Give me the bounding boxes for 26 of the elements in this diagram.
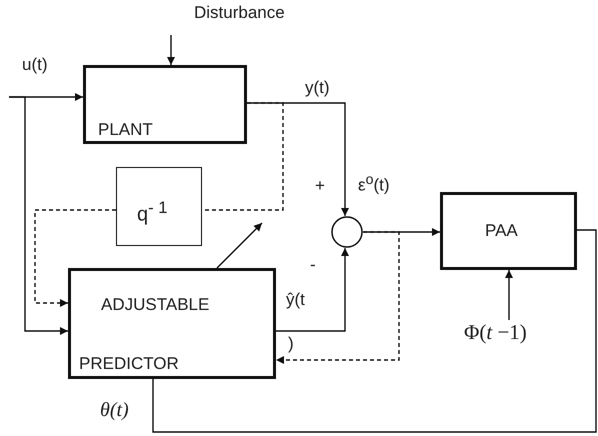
arrow: [167, 35, 175, 65]
block-label: PAA: [485, 221, 518, 241]
paa-block: [440, 192, 577, 270]
block-label: PREDICTOR: [79, 354, 179, 374]
signal-label: u(t): [22, 55, 48, 75]
arrow: [9, 96, 68, 335]
block-label: ADJUSTABLE: [101, 295, 210, 315]
signal-label: ): [288, 334, 294, 354]
signal-label: +: [315, 176, 325, 196]
arrow: [505, 270, 513, 320]
summing-junction: [331, 216, 363, 248]
signal-label: ε$^{o}$(t): [358, 172, 390, 196]
signal-label: Disturbance: [194, 3, 285, 23]
block-label: PLANT: [98, 120, 153, 140]
dashed-arrow: [34, 209, 116, 307]
signal-label: Φ(t −1): [464, 320, 527, 345]
signal-label: θ(t): [100, 399, 129, 422]
signal-label: y(t): [305, 78, 330, 98]
signal-label: -: [310, 255, 316, 275]
dashed-arrow: [276, 231, 400, 364]
signal-label: ŷ(t: [286, 290, 305, 310]
block-label: q$^{- 1}$: [137, 198, 168, 227]
arrow: [276, 248, 349, 332]
predictor-block: [68, 268, 276, 379]
plant-block: [83, 65, 247, 144]
delay-block: [116, 167, 202, 246]
